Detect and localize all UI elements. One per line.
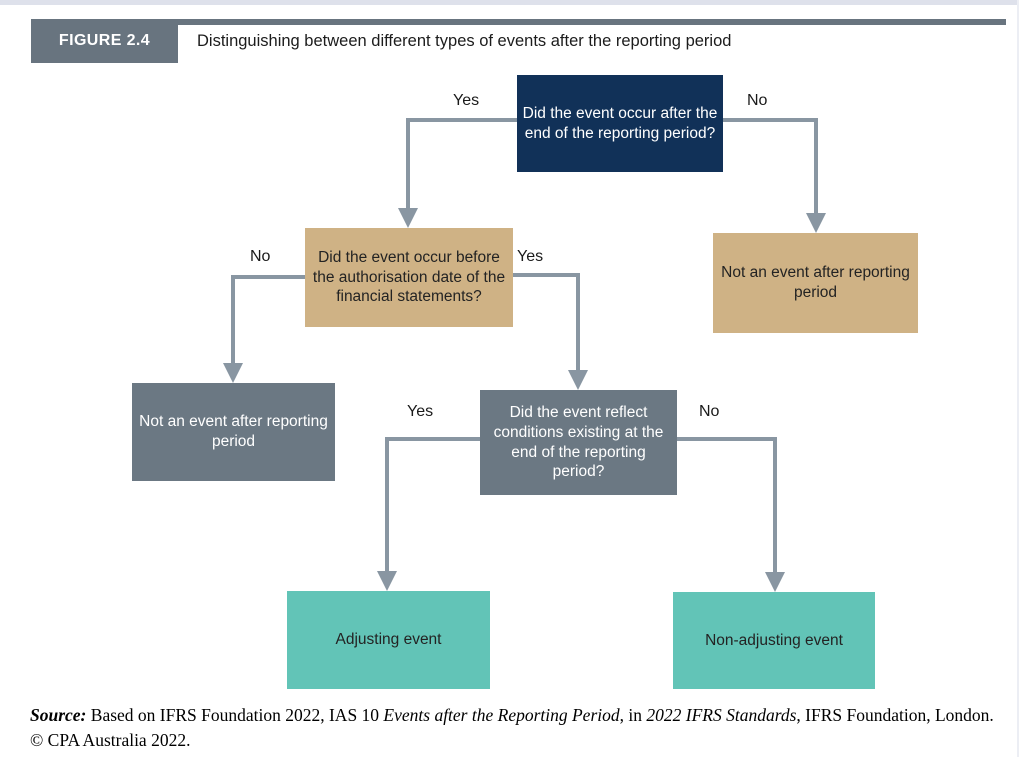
page-right-edge	[1017, 0, 1019, 757]
page-top-strip	[0, 0, 1019, 5]
source-text-1: Based on IFRS Foundation 2022, IAS 10	[86, 705, 384, 725]
flow-node-question-conditions-existing: Did the event reflect conditions existin…	[480, 390, 677, 495]
flow-node-adjusting-event: Adjusting event	[287, 591, 490, 689]
connector-q1-no-hline	[723, 118, 818, 122]
connector-q1-yes-hline	[406, 118, 517, 122]
flow-node-non-adjusting-event: Non-adjusting event	[673, 592, 875, 689]
edge-label-q1-no: No	[747, 92, 768, 109]
source-text-2: , in	[619, 705, 647, 725]
edge-label-q2-yes: Yes	[517, 248, 544, 265]
header-rule	[178, 19, 1006, 25]
arrow-down-icon	[377, 571, 397, 591]
arrow-down-icon	[806, 213, 826, 233]
connector-q2-yes-vline	[576, 273, 580, 371]
connector-q3-no-hline	[677, 437, 777, 441]
edge-label-q2-no: No	[250, 248, 271, 265]
connector-q2-no-vline	[231, 275, 235, 364]
flow-node-not-an-event-right: Not an event after reporting period	[713, 233, 918, 333]
connector-q3-no-vline	[773, 437, 777, 572]
arrow-down-icon	[568, 370, 588, 390]
source-italic-1: Events after the Reporting Period	[383, 705, 620, 725]
connector-q2-yes-hline	[513, 273, 580, 277]
source-text-3: , IFRS Foundation, London. © CPA Austral…	[30, 705, 994, 750]
source-note: Source: Based on IFRS Foundation 2022, I…	[30, 703, 996, 753]
source-italic-2: 2022 IFRS Standards	[646, 705, 797, 725]
connector-q2-no-hline	[231, 275, 305, 279]
arrow-down-icon	[765, 572, 785, 592]
connector-q3-yes-hline	[385, 437, 480, 441]
edge-label-q3-no: No	[699, 403, 720, 420]
flow-node-question-event-after-period: Did the event occur after the end of the…	[517, 75, 723, 172]
arrow-down-icon	[223, 363, 243, 383]
connector-q1-no-vline	[814, 118, 818, 215]
arrow-down-icon	[398, 208, 418, 228]
connector-q1-yes-vline	[406, 118, 410, 210]
source-label: Source:	[30, 705, 87, 725]
flow-node-question-before-authorisation: Did the event occur before the authorisa…	[305, 228, 513, 327]
flow-node-not-an-event-left: Not an event after reporting period	[132, 383, 335, 481]
edge-label-q1-yes: Yes	[453, 92, 480, 109]
figure-title: Distinguishing between different types o…	[197, 32, 732, 50]
figure-label: FIGURE 2.4	[31, 19, 178, 63]
connector-q3-yes-vline	[385, 437, 389, 572]
edge-label-q3-yes: Yes	[407, 403, 434, 420]
